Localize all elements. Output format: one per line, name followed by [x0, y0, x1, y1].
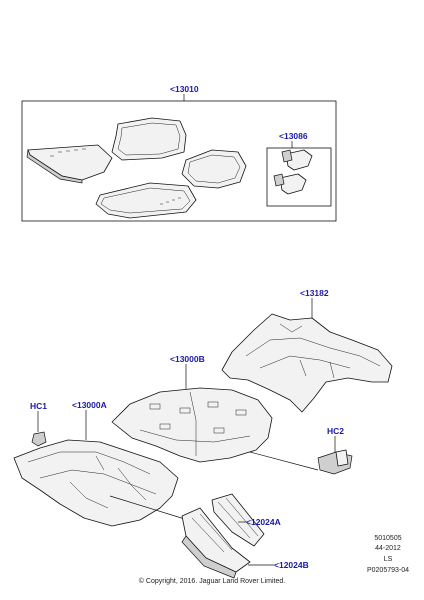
callout-13010[interactable]: <13010 — [170, 84, 199, 94]
callout-12024b[interactable]: <12024B — [274, 560, 309, 570]
carpet-13000a — [13, 439, 179, 527]
callout-13000b[interactable]: <13000B — [170, 354, 205, 364]
mat-front-left — [26, 144, 113, 184]
mat-rear-right — [181, 149, 247, 189]
insulator-12024b — [181, 507, 251, 579]
fastener-hc1 — [31, 431, 47, 447]
callout-13182[interactable]: <13182 — [300, 288, 329, 298]
drawing-metadata: 5010505 44-2012 LS P0205793-04 — [367, 535, 409, 574]
mat-front-right — [111, 117, 187, 161]
copyright: © Copyright, 2016. Jaguar Land Rover Lim… — [139, 577, 285, 585]
callout-13000a[interactable]: <13000A — [72, 400, 107, 410]
leader-hc2 — [249, 451, 319, 471]
callout-12024a[interactable]: <12024A — [246, 517, 281, 527]
mat-clips-frame — [266, 147, 332, 207]
callout-hc1[interactable]: HC1 — [30, 401, 47, 411]
callout-13086[interactable]: <13086 — [279, 131, 308, 141]
carpet-13000b — [111, 387, 273, 463]
callout-hc2[interactable]: HC2 — [327, 426, 344, 436]
meta-code-2: 44-2012 — [375, 545, 401, 552]
mat-rear-left — [95, 182, 197, 219]
leader-12024-diag — [109, 495, 189, 521]
meta-code-3: LS — [384, 556, 393, 563]
insulator-12024a — [211, 493, 265, 547]
floor-mats-group: <13010 — [21, 84, 337, 222]
meta-code-4: P0205793-04 — [367, 567, 409, 574]
mat-clip-lower — [273, 173, 307, 195]
floor-mats-frame — [21, 100, 337, 222]
mat-clip-upper — [281, 149, 313, 171]
meta-code-1: 5010505 — [374, 535, 401, 542]
carpets-group: <13182 <13000B — [13, 288, 393, 579]
clip-hc2 — [317, 449, 353, 475]
carpet-13182 — [221, 313, 393, 413]
